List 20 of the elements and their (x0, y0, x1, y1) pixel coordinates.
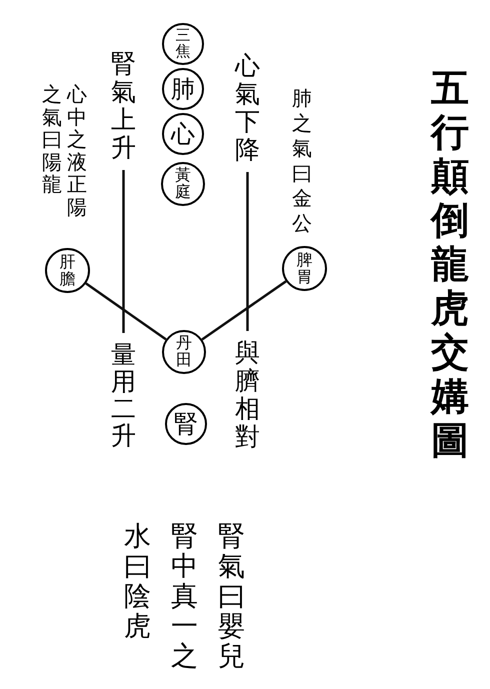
connector-line (122, 170, 125, 333)
organ-label: 三焦 (176, 28, 190, 60)
title: 五行顛倒龍虎交媾圖 (431, 66, 469, 462)
organ-label: 丹田 (176, 335, 192, 369)
organ-label: 心 (171, 122, 195, 146)
vertical-label: 量用二升 (111, 341, 136, 449)
vertical-label: 心氣下降 (235, 52, 260, 164)
organ-label: 脾胃 (296, 252, 312, 286)
connector-line (246, 172, 249, 331)
organ-label: 黃庭 (175, 167, 191, 201)
annotation-text: 腎氣曰嬰兒腎中真一之水曰陰虎 (124, 522, 245, 673)
vertical-label: 與臍相對 (235, 339, 260, 451)
organ-label: 肺 (171, 77, 195, 101)
annotation-text: 肺之氣曰金公 (292, 86, 312, 236)
organ-label: 腎 (174, 412, 198, 436)
annotation-text: 心中之液正陽之氣曰陽龍 (42, 83, 87, 219)
connector-line (85, 282, 167, 340)
vertical-label: 腎氣上升 (111, 50, 136, 162)
connector-line (201, 280, 287, 340)
organ-label: 肝膽 (60, 254, 76, 288)
